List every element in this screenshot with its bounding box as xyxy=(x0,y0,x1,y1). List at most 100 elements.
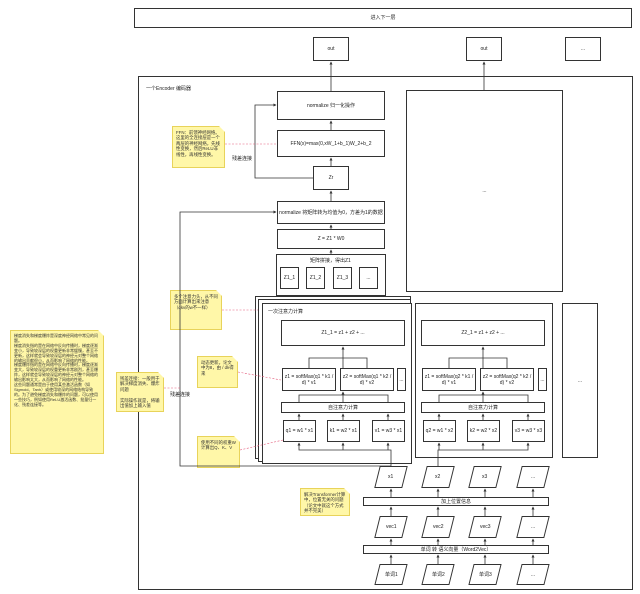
input-x3-label: x3 xyxy=(482,474,488,480)
residual-label-top: 残差连接 xyxy=(232,156,253,162)
vec-3: vec3 xyxy=(468,516,502,538)
zr-box: Zr xyxy=(313,166,349,190)
head1-z2-label: z2 = softMax(q1 * k2 / d) * v2 xyxy=(342,373,392,386)
vec-more: ... xyxy=(516,516,550,538)
normalize-mid-box: normalize 将矩阵转为均值为0，方差为1的数据 xyxy=(277,201,385,224)
position-info-label: 加上位置信息 xyxy=(440,498,471,505)
note-ffn: FFN：前馈神经网络。这里的全连接层是一个两层的神经网络，先线性变换，然后ReL… xyxy=(172,126,225,168)
next-layer-box: 进入下一层 xyxy=(134,8,632,28)
head1-z1-box: z1 = softMax(q1 * k1 / d) * v1 xyxy=(282,368,336,391)
head2-q-box: q2 = w1 * x2 xyxy=(423,420,456,442)
head2-more-label: ... xyxy=(540,376,545,383)
input-x1-label: x1 xyxy=(388,474,394,480)
attention-right-column: ... xyxy=(562,303,598,458)
input-x1: x1 xyxy=(374,466,408,488)
head2-v-label: v3 = w3 * x3 xyxy=(514,428,543,434)
head1-calc-box: 自注意力计算 xyxy=(281,402,405,413)
word2vec-label: 单词 转 语义向量（Word2Vec） xyxy=(420,546,492,553)
head2-calc-label: 自注意力计算 xyxy=(467,404,498,411)
head2-z1-box: z1 = softMax(q2 * k1 / d) * v1 xyxy=(422,368,476,391)
vec-2-label: vec2 xyxy=(432,524,444,530)
concat-label: 矩阵拼接，得出Z1 xyxy=(310,258,351,264)
ffn-box: FFN(x)=max(0,xW_1+b_1)W_2+b_2 xyxy=(277,130,385,157)
head2-z1-label: z1 = softMax(q2 * k1 / d) * v1 xyxy=(424,373,474,386)
head1-v-box: v1 = w3 * x1 xyxy=(372,420,405,442)
head1-z-sum: Z1_1 = z1 + z2 + ... xyxy=(281,320,405,346)
head2-calc-box: 自注意力计算 xyxy=(421,402,545,413)
head2-k-box: k2 = w2 * x2 xyxy=(467,420,500,442)
z-item-more: ... xyxy=(359,267,378,289)
attention-right-column-label: ... xyxy=(577,377,583,384)
input-x2-label: x2 xyxy=(435,474,441,480)
vec-3-label: vec3 xyxy=(479,524,491,530)
head2-k-label: k2 = w2 * x2 xyxy=(469,428,498,434)
note-gradient: 梯度消失和梯度爆炸是深度神经网络中常见的问题。 梯度消失指的是在网络中反向传播时… xyxy=(10,330,104,454)
z-item-more-label: ... xyxy=(366,275,371,281)
word2vec-bar: 单词 转 语义向量（Word2Vec） xyxy=(363,545,549,554)
out-box-1: out xyxy=(313,37,349,61)
word-more-label: ... xyxy=(530,571,536,578)
out-box-2: out xyxy=(466,37,502,61)
input-x2: x2 xyxy=(421,466,455,488)
word-more: ... xyxy=(516,564,550,585)
head1-q-label: q1 = w1 * x1 xyxy=(285,428,314,434)
head1-k-label: k1 = w2 * x1 xyxy=(329,428,358,434)
input-x3: x3 xyxy=(468,466,502,488)
z-eq-label: Z = Z1 * W0 xyxy=(317,236,345,242)
position-info-bar: 加上位置信息 xyxy=(363,497,549,506)
z-item-1: Z1_1 xyxy=(280,267,299,289)
note-multi-head: 多个注意力头，从不同方面计算出来注意（qkv的w不一样） xyxy=(170,290,222,330)
next-layer-label: 进入下一层 xyxy=(370,15,396,21)
head1-z1-label: z1 = softMax(q1 * k1 / d) * v1 xyxy=(284,373,334,386)
z-item-3: Z1_3 xyxy=(333,267,352,289)
head1-calc-label: 自注意力计算 xyxy=(327,404,358,411)
head1-more-label: ... xyxy=(399,376,404,383)
note-residual: 残差连接：一般用于解决梯度消失、爆炸问题 实际操作就是，将输出值加上输入值 xyxy=(116,372,164,412)
word-2: 单词2 xyxy=(421,564,455,585)
word-2-label: 单词2 xyxy=(431,572,445,578)
encoder-right-column: ... xyxy=(406,90,563,292)
vec-2: vec2 xyxy=(421,516,455,538)
z-item-2: Z1_2 xyxy=(306,267,325,289)
input-x-more: ... xyxy=(516,466,550,488)
head1-q-box: q1 = w1 * x1 xyxy=(283,420,316,442)
vec-1-label: vec1 xyxy=(385,524,397,530)
head1-v-label: v1 = w3 * x1 xyxy=(374,428,403,434)
normalize-top-label: normalize 归一化操作 xyxy=(306,102,356,109)
z-item-2-label: Z1_2 xyxy=(309,275,322,281)
input-x-more-label: ... xyxy=(530,474,536,480)
head2-z-sum: Z2_1 = z1 + z2 + ... xyxy=(421,320,545,346)
word-1-label: 单词1 xyxy=(384,572,398,578)
out-box-more: ... xyxy=(565,37,601,61)
head2-z2-box: z2 = softMax(q2 * k2 / d) * v2 xyxy=(480,368,534,391)
word-3-label: 单词3 xyxy=(478,572,492,578)
word-3: 单词3 xyxy=(468,564,502,585)
out-label-more: ... xyxy=(580,46,586,52)
z-item-3-label: Z1_3 xyxy=(336,275,349,281)
normalize-top-box: normalize 归一化操作 xyxy=(277,91,385,120)
z-item-1-label: Z1_1 xyxy=(283,275,296,281)
attention-title: 一次注意力计算 xyxy=(268,309,304,315)
head1-z2-box: z2 = softMax(q1 * k2 / d) * v2 xyxy=(340,368,394,391)
normalize-mid-label: normalize 将矩阵转为均值为0，方差为1的数据 xyxy=(279,209,383,216)
residual-label-bottom: 残差连接 xyxy=(170,392,191,398)
vec-1: vec1 xyxy=(374,516,408,538)
encoder-frame xyxy=(138,76,633,590)
head2-z2-label: z2 = softMax(q2 * k2 / d) * v2 xyxy=(482,373,532,386)
note-dynamic: 动态更新。论文中为8，由 / dk得来 xyxy=(197,356,238,388)
out-label-2: out xyxy=(480,46,488,52)
head2-z-sum-label: Z2_1 = z1 + z2 + ... xyxy=(461,330,505,336)
head2-more-box: ... xyxy=(538,368,547,391)
head2-v-box: v3 = w3 * x3 xyxy=(512,420,545,442)
z-eq-box: Z = Z1 * W0 xyxy=(277,229,385,249)
note-position: 解决Transformer计算中，位置无关的问题（论文中就这个方式并不完美） xyxy=(300,488,350,516)
encoder-right-column-label: ... xyxy=(482,188,487,194)
ffn-label: FFN(x)=max(0,xW_1+b_1)W_2+b_2 xyxy=(290,140,372,147)
vec-more-label: ... xyxy=(530,524,536,530)
out-label-1: out xyxy=(327,46,335,52)
zr-label: Zr xyxy=(328,175,334,181)
note-weights: 使用不同的权重W计算出Q、K、V xyxy=(197,436,240,468)
head1-k-box: k1 = w2 * x1 xyxy=(327,420,360,442)
encoder-title: 一个Encoder 编码器 xyxy=(146,86,192,92)
head1-z-sum-label: Z1_1 = z1 + z2 + ... xyxy=(321,330,365,336)
